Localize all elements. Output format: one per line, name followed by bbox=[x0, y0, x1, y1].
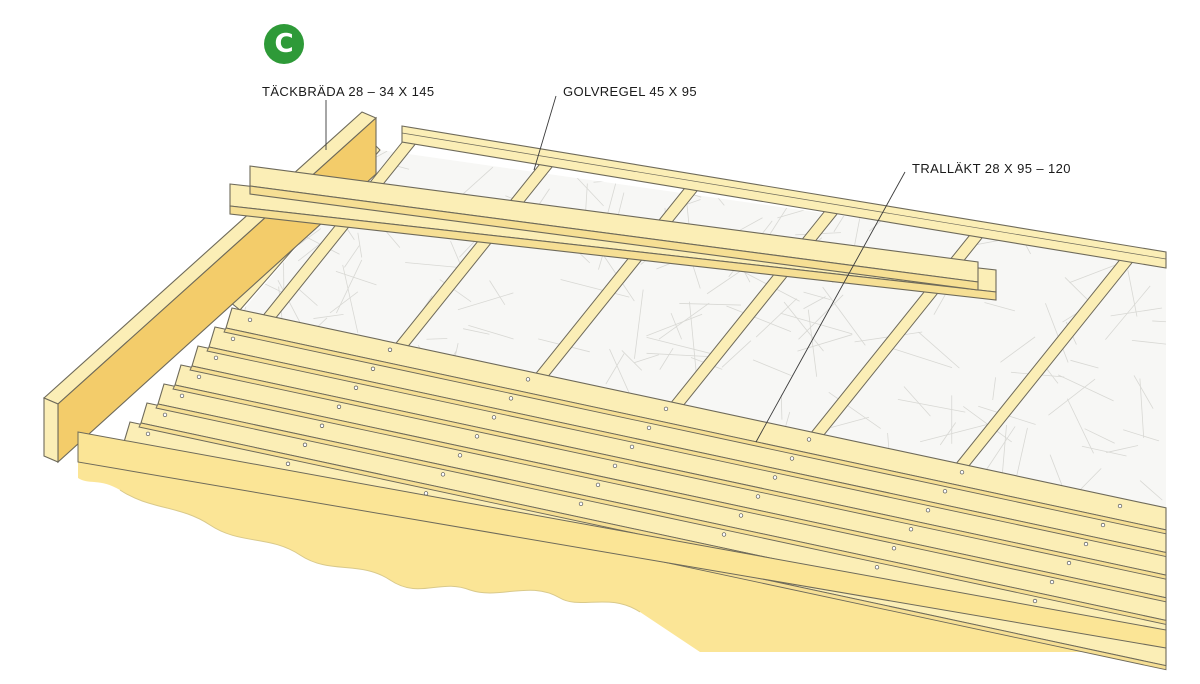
screw-hole bbox=[891, 546, 897, 551]
screw-hole bbox=[196, 374, 202, 380]
screw-hole bbox=[925, 508, 931, 513]
screw-hole bbox=[336, 404, 342, 409]
screw-hole bbox=[1100, 522, 1106, 528]
screw-hole bbox=[806, 437, 812, 442]
deck-board-edge bbox=[223, 327, 1167, 535]
deck-board-edge bbox=[206, 346, 1167, 558]
loose-boards bbox=[229, 165, 997, 301]
deck-board-edge bbox=[155, 403, 1167, 625]
deck-board-edge bbox=[189, 365, 1167, 580]
screw-hole bbox=[612, 463, 618, 469]
leader-floor-joist bbox=[533, 95, 557, 171]
screw-hole bbox=[302, 442, 308, 447]
screw-hole bbox=[213, 355, 219, 361]
loose-board-edge bbox=[249, 185, 979, 291]
screw-hole bbox=[755, 494, 761, 499]
screw-hole bbox=[942, 489, 948, 494]
screw-hole bbox=[959, 470, 965, 475]
screw-hole bbox=[908, 527, 914, 532]
deck-board-edge bbox=[172, 384, 1167, 603]
screw-hole bbox=[1117, 503, 1123, 509]
screw-hole bbox=[491, 415, 497, 420]
screw-hole bbox=[319, 423, 325, 428]
screw-hole bbox=[370, 366, 376, 371]
screw-hole bbox=[595, 482, 601, 488]
screw-hole bbox=[247, 317, 253, 323]
screw-hole bbox=[646, 425, 652, 431]
screw-hole bbox=[145, 431, 151, 437]
screw-hole bbox=[387, 347, 393, 352]
leader-lines bbox=[325, 95, 906, 443]
screw-hole bbox=[353, 385, 359, 390]
leader-deck-board bbox=[755, 171, 906, 443]
screw-hole bbox=[721, 532, 727, 537]
screw-hole bbox=[772, 475, 778, 480]
screw-hole bbox=[230, 336, 236, 342]
screw-hole bbox=[1049, 579, 1055, 585]
screw-hole bbox=[162, 412, 168, 418]
screw-hole bbox=[179, 393, 185, 399]
screw-hole bbox=[578, 501, 584, 507]
label-deck-board: TRALLÄKT 28 X 95 – 120 bbox=[912, 161, 1071, 176]
rear-rim-beam bbox=[401, 125, 1167, 269]
step-badge: C bbox=[264, 24, 304, 64]
loose-board-edge bbox=[229, 205, 997, 301]
screw-hole bbox=[457, 453, 463, 458]
screw-hole bbox=[663, 406, 669, 412]
screw-hole bbox=[629, 444, 635, 450]
label-floor-joist: GOLVREGEL 45 X 95 bbox=[563, 84, 697, 99]
screw-hole bbox=[874, 565, 880, 570]
screw-hole bbox=[738, 513, 744, 518]
screw-hole bbox=[1083, 541, 1089, 547]
screw-hole bbox=[525, 377, 531, 382]
label-cover-board: TÄCKBRÄDA 28 – 34 X 145 bbox=[262, 84, 435, 99]
screw-hole bbox=[440, 472, 446, 477]
screw-hole bbox=[1066, 560, 1072, 566]
screw-hole bbox=[474, 434, 480, 439]
screw-hole bbox=[285, 461, 291, 466]
screw-hole bbox=[1032, 598, 1038, 604]
screw-hole bbox=[508, 396, 514, 401]
front-rim bbox=[77, 431, 1167, 649]
screw-hole bbox=[789, 456, 795, 461]
